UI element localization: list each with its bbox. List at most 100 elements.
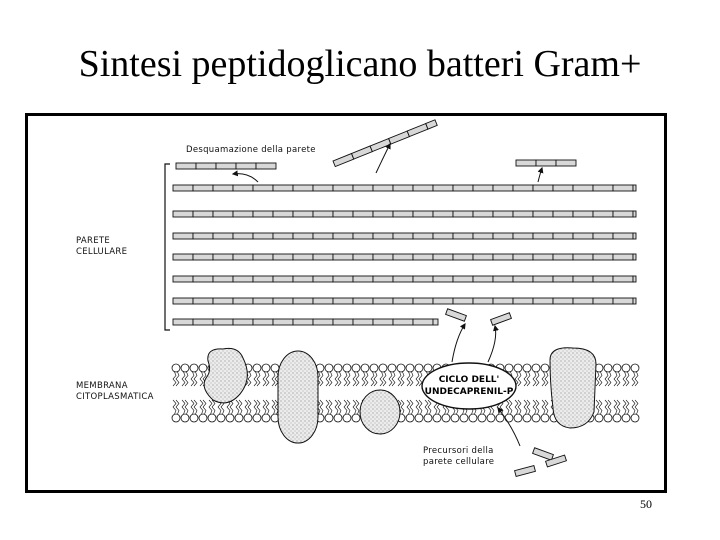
lipid-tail xyxy=(523,399,531,415)
lipid-tail xyxy=(262,399,270,415)
lipid-tail xyxy=(532,399,540,415)
slide-title: Sintesi peptidoglicano batteri Gram+ xyxy=(78,43,642,85)
cell-wall-bracket xyxy=(164,163,170,331)
lipid-tail xyxy=(397,371,405,387)
wall-shedding-label: Desquamazione della parete xyxy=(186,145,316,155)
lipid-tail xyxy=(352,399,360,415)
lipid-head xyxy=(540,413,550,423)
lipid-head xyxy=(630,413,640,423)
lipid-tail xyxy=(199,399,207,415)
lipid-tail xyxy=(352,371,360,387)
lipid-head xyxy=(504,363,514,373)
lipid-tail xyxy=(622,399,630,415)
lipid-tail xyxy=(523,371,531,387)
lipid-tail xyxy=(604,371,612,387)
lipid-head xyxy=(414,363,424,373)
membrane-label-line1: MEMBRANA xyxy=(76,381,128,391)
lipid-head xyxy=(171,363,181,373)
lipid-tail xyxy=(514,399,522,415)
lipid-head xyxy=(189,363,199,373)
membrane-protein-1 xyxy=(203,347,248,404)
lipid-tail xyxy=(541,399,549,415)
precursors-label-line1: Precursori della xyxy=(423,446,494,456)
lipid-tail xyxy=(253,399,261,415)
lipid-tail xyxy=(604,399,612,415)
wall-layer xyxy=(172,210,637,218)
lipid-head xyxy=(423,413,433,423)
page-number: 50 xyxy=(640,497,652,511)
lipid-head xyxy=(378,363,388,373)
lipid-head xyxy=(630,363,640,373)
lipid-head xyxy=(189,413,199,423)
shed-fragment-left xyxy=(175,162,277,170)
lipid-head xyxy=(270,363,280,373)
precursor-piece xyxy=(514,464,536,478)
lipid-head xyxy=(333,413,343,423)
lipid-tail xyxy=(388,371,396,387)
lipid-head xyxy=(342,413,352,423)
lipid-tail xyxy=(415,399,423,415)
lipid-tail xyxy=(190,399,198,415)
peptidoglycan-diagram: CICLO DELL' UNDECAPRENIL-P PARETE CELLUL… xyxy=(25,113,667,493)
lipid-head xyxy=(405,413,415,423)
precursor-piece xyxy=(532,447,554,461)
lipid-tail xyxy=(190,371,198,387)
peptidoglycan-layers xyxy=(172,184,637,326)
lipid-head xyxy=(369,363,379,373)
lipid-head xyxy=(531,413,541,423)
lipid-tail xyxy=(343,371,351,387)
lipid-head xyxy=(252,363,262,373)
lipid-head xyxy=(243,413,253,423)
lipid-tail xyxy=(262,371,270,387)
cycle-arrow-right xyxy=(487,324,499,363)
lipid-head xyxy=(540,363,550,373)
lipid-head xyxy=(621,363,631,373)
precursor-arrow xyxy=(497,407,521,447)
cycle-label-line1: CICLO DELL' xyxy=(439,375,500,385)
lipid-tail xyxy=(613,371,621,387)
membrane-protein-4 xyxy=(549,347,597,429)
lipid-tail xyxy=(514,371,522,387)
lipid-tail xyxy=(505,399,513,415)
membrane-protein-2 xyxy=(277,350,319,444)
lipid-head xyxy=(603,413,613,423)
lipid-tail xyxy=(271,399,279,415)
lipid-tail xyxy=(235,399,243,415)
wall-layer xyxy=(172,297,637,305)
lipid-head xyxy=(612,363,622,373)
lipid-head xyxy=(513,413,523,423)
lipid-tail xyxy=(613,399,621,415)
lipid-tail xyxy=(334,399,342,415)
lipid-head xyxy=(495,413,505,423)
lipid-head xyxy=(486,413,496,423)
lipid-tail xyxy=(595,371,603,387)
lipid-head xyxy=(468,413,478,423)
lipid-tail xyxy=(415,371,423,387)
lipid-head xyxy=(432,413,442,423)
lipid-head xyxy=(198,363,208,373)
lipid-tail xyxy=(631,399,639,415)
lipid-head xyxy=(207,413,217,423)
lipid-tail xyxy=(244,399,252,415)
lipid-tail xyxy=(622,371,630,387)
lipid-tail xyxy=(208,399,216,415)
lipid-head xyxy=(180,413,190,423)
lipid-head xyxy=(324,363,334,373)
lipid-head xyxy=(522,363,532,373)
membrane-protein-3 xyxy=(359,389,401,435)
lipid-tail xyxy=(181,371,189,387)
lipid-head xyxy=(261,413,271,423)
wall-layer xyxy=(172,275,637,283)
lipid-tail xyxy=(532,371,540,387)
lipid-tail xyxy=(271,371,279,387)
lipid-head xyxy=(180,363,190,373)
lipid-head xyxy=(621,413,631,423)
lipid-head xyxy=(459,413,469,423)
shed-arrow-right xyxy=(537,166,544,183)
lipid-tail xyxy=(361,371,369,387)
shed-fragment-right xyxy=(515,159,577,167)
lipid-tail xyxy=(379,371,387,387)
lipid-head xyxy=(423,363,433,373)
lipid-tail xyxy=(541,371,549,387)
cell-wall-label-line1: PARETE xyxy=(76,236,110,246)
